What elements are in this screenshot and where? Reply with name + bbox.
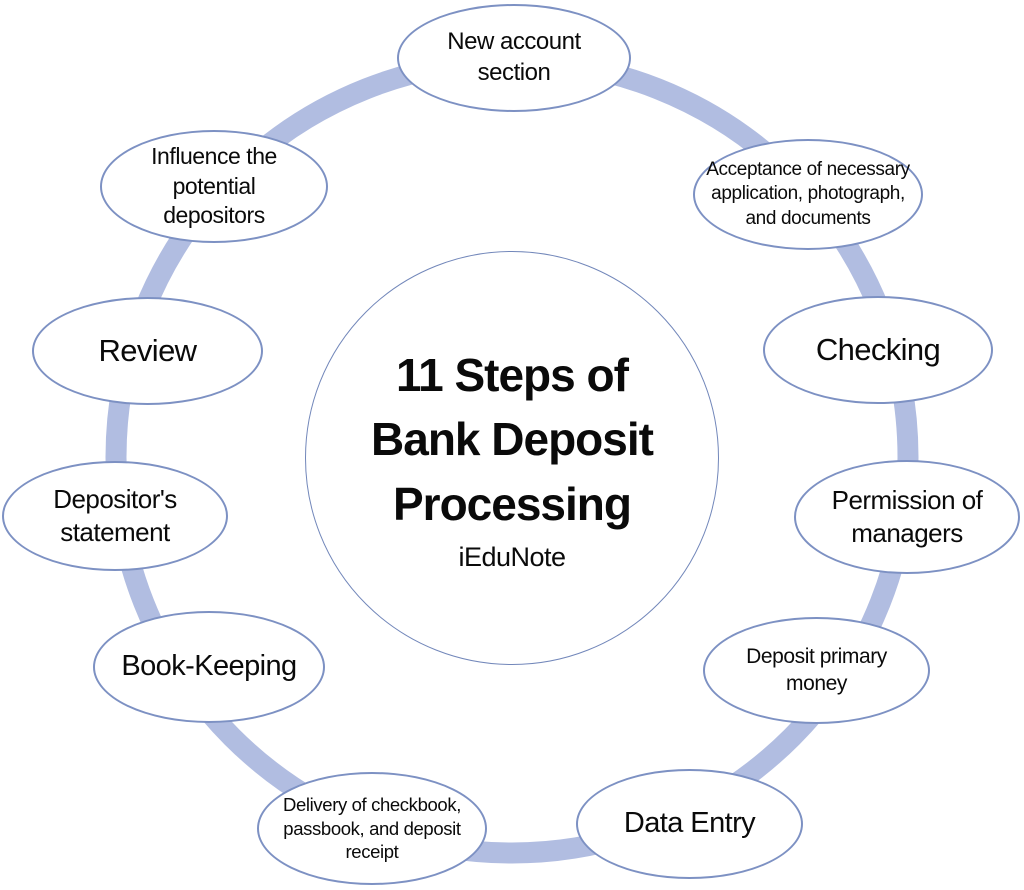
step-label: Acceptance of necessary application, pho… [706, 159, 910, 229]
step-ellipse-permission-of-managers: Permission of managers [794, 460, 1020, 574]
step-ellipse-acceptance-of-documents: Acceptance of necessary application, pho… [693, 139, 923, 250]
step-ellipse-book-keeping: Book-Keeping [93, 611, 325, 723]
step-label: Permission of managers [831, 484, 983, 548]
step-label: Data Entry [623, 807, 756, 840]
brand-label: iEduNote [458, 542, 566, 573]
step-label: Book-Keeping [121, 650, 297, 683]
step-ellipse-delivery-of-checkbook: Delivery of checkbook, passbook, and dep… [257, 772, 487, 885]
step-label: Influence the potential depositors [151, 143, 277, 229]
step-label: Deposit primary money [746, 644, 887, 695]
step-label: Review [98, 333, 198, 369]
step-ellipse-new-account-section: New account section [397, 4, 631, 112]
step-label: New account section [447, 28, 581, 86]
step-ellipse-influence-potential-depositors: Influence the potential depositors [100, 130, 328, 243]
step-label: Checking [815, 332, 941, 368]
step-ellipse-depositors-statement: Depositor's statement [2, 461, 228, 571]
step-ellipse-data-entry: Data Entry [576, 769, 803, 879]
center-circle: 11 Steps of Bank Deposit Processing iEdu… [305, 251, 719, 665]
step-ellipse-review: Review [32, 297, 263, 405]
step-ellipse-deposit-primary-money: Deposit primary money [703, 617, 930, 724]
diagram-title: 11 Steps of Bank Deposit Processing [371, 348, 654, 530]
step-label: Depositor's statement [53, 483, 177, 547]
step-ellipse-checking: Checking [763, 296, 993, 404]
step-label: Delivery of checkbook, passbook, and dep… [283, 793, 461, 863]
